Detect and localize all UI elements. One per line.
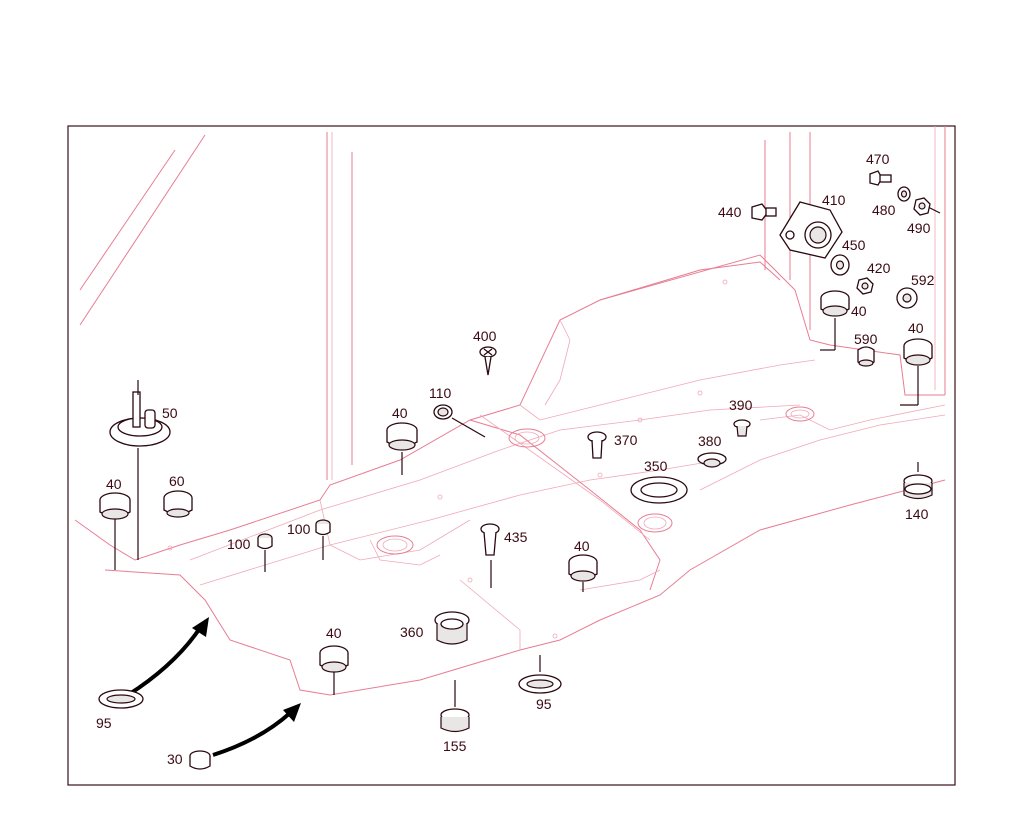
callout-100: 100 bbox=[227, 536, 251, 552]
callout-592: 592 bbox=[911, 272, 935, 288]
part-480-washer bbox=[897, 186, 911, 202]
callout-480: 480 bbox=[872, 202, 896, 218]
diagram-frame bbox=[67, 125, 956, 786]
callout-435: 435 bbox=[504, 529, 528, 545]
callout-470: 470 bbox=[866, 151, 890, 167]
callout-440: 440 bbox=[718, 204, 742, 220]
callout-40: 40 bbox=[326, 625, 342, 641]
part-410-bracket bbox=[779, 201, 843, 259]
callout-360: 360 bbox=[400, 624, 424, 640]
part-30-plug bbox=[189, 750, 211, 770]
callout-155: 155 bbox=[443, 738, 467, 754]
part-155-grommet bbox=[440, 708, 470, 733]
part-390-clip bbox=[733, 419, 751, 437]
callout-450: 450 bbox=[842, 237, 866, 253]
callout-410: 410 bbox=[822, 192, 846, 208]
part-40-plug-left bbox=[99, 492, 131, 520]
callout-490: 490 bbox=[907, 220, 931, 236]
callout-380: 380 bbox=[698, 433, 722, 449]
part-590-plug bbox=[857, 346, 875, 367]
callout-95: 95 bbox=[536, 696, 552, 712]
callout-40: 40 bbox=[574, 538, 590, 554]
part-350-grommet-large bbox=[630, 476, 688, 504]
callout-30: 30 bbox=[167, 751, 183, 767]
part-470-bolt bbox=[869, 170, 892, 186]
arrow-95-left bbox=[126, 626, 202, 697]
callout-110: 110 bbox=[429, 385, 452, 401]
callout-140: 140 bbox=[905, 506, 929, 522]
part-435-clip bbox=[480, 523, 500, 556]
callout-60: 60 bbox=[169, 473, 185, 489]
part-100-grommet-b bbox=[315, 519, 331, 536]
part-40-plug-upper-right bbox=[820, 290, 850, 317]
callout-370: 370 bbox=[614, 432, 638, 448]
part-140-grommet bbox=[903, 474, 933, 500]
part-450-washer bbox=[830, 254, 850, 276]
callout-420: 420 bbox=[867, 260, 891, 276]
arrow-30 bbox=[212, 711, 292, 757]
part-110-grommet bbox=[433, 404, 453, 420]
callout-400: 400 bbox=[473, 328, 497, 344]
part-40-plug-center-top bbox=[386, 422, 418, 451]
part-400-screw bbox=[479, 346, 497, 376]
floor-panel-outline bbox=[74, 126, 946, 696]
callout-labels: 50 40 60 100 100 40 110 400 370 380 390 … bbox=[96, 151, 935, 767]
part-40-plug-right-center bbox=[568, 554, 598, 582]
callout-390: 390 bbox=[729, 397, 753, 413]
part-95-oval-plug-left bbox=[98, 689, 144, 709]
callout-40: 40 bbox=[392, 405, 408, 421]
callout-40: 40 bbox=[908, 320, 924, 336]
part-100-grommet-a bbox=[257, 533, 273, 550]
part-592-plug bbox=[896, 287, 918, 309]
callout-350: 350 bbox=[644, 458, 668, 474]
part-360-grommet bbox=[434, 611, 470, 645]
part-440-bolt bbox=[751, 203, 777, 221]
part-370-clip bbox=[587, 431, 607, 459]
callout-590: 590 bbox=[854, 331, 878, 347]
part-490-nut bbox=[913, 197, 931, 216]
part-40-plug-bottom bbox=[319, 645, 349, 673]
part-380-grommet bbox=[697, 452, 727, 468]
assembly-arrows bbox=[126, 617, 301, 757]
part-50-antenna-plug bbox=[109, 380, 171, 447]
part-40-plug-far-right bbox=[903, 338, 933, 366]
callout-100: 100 bbox=[287, 521, 311, 537]
part-420-nut bbox=[856, 277, 874, 295]
callout-95: 95 bbox=[96, 715, 112, 731]
leader-lines bbox=[114, 206, 941, 707]
callout-40: 40 bbox=[851, 303, 867, 319]
callout-40: 40 bbox=[106, 476, 122, 492]
part-95-oval-plug-right bbox=[518, 674, 562, 694]
callout-50: 50 bbox=[162, 405, 178, 421]
part-60-plug bbox=[163, 490, 193, 518]
